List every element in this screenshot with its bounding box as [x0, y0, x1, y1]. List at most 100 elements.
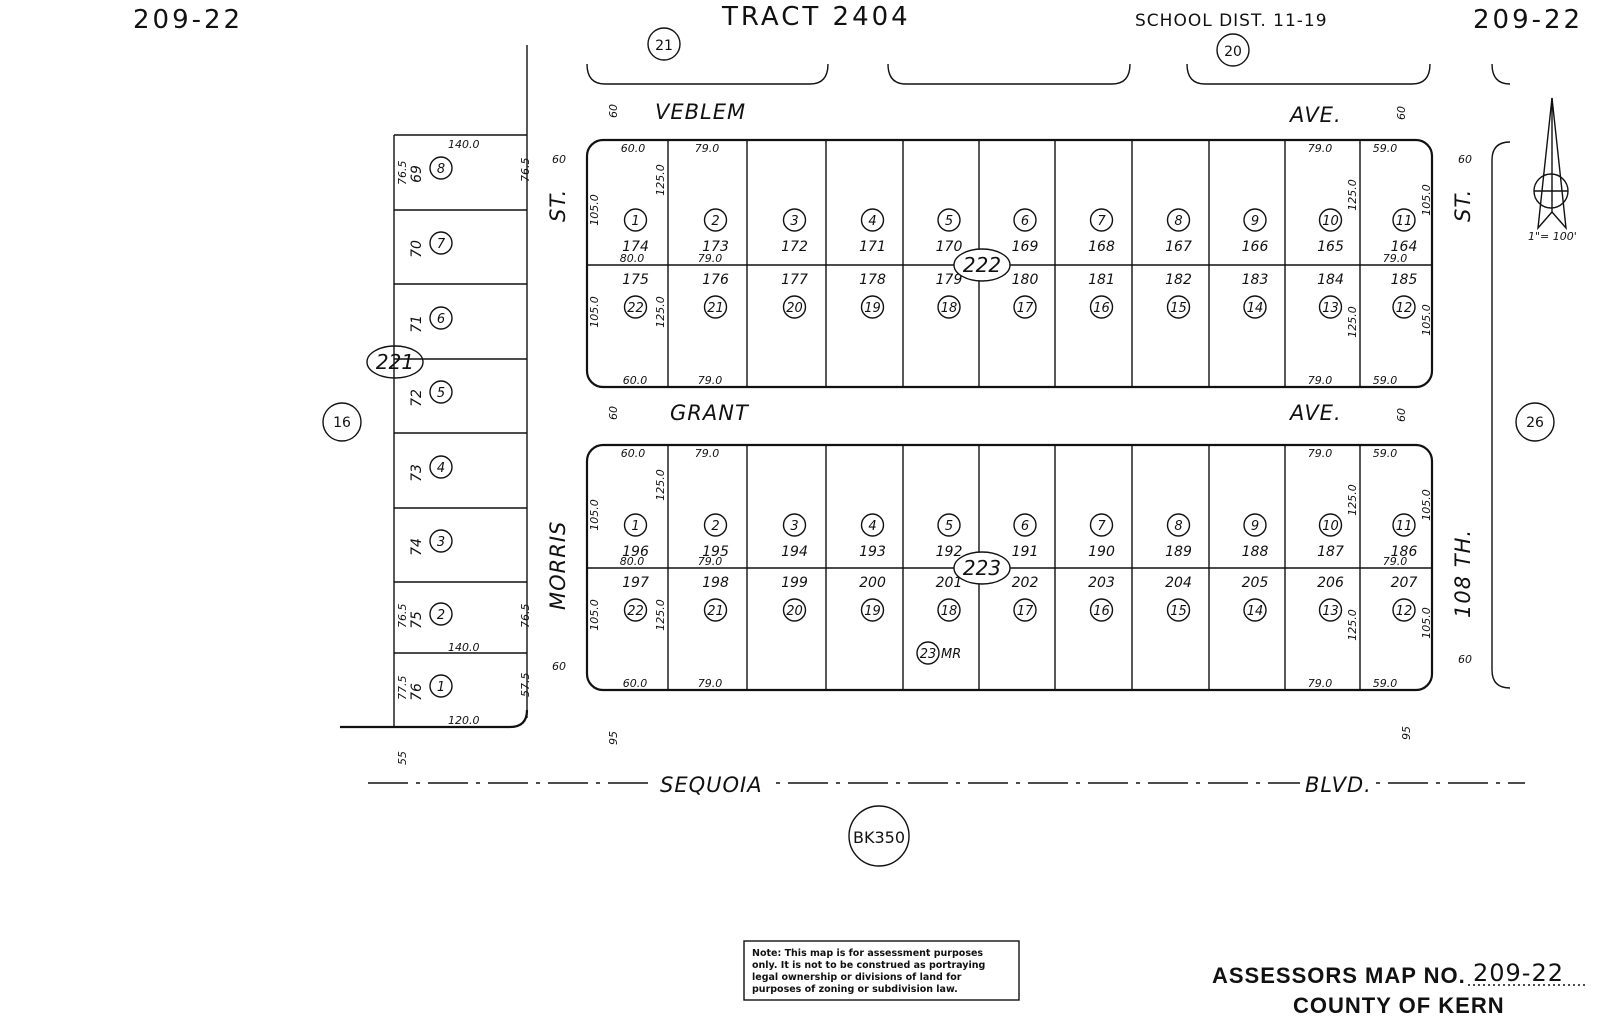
book-350-link[interactable]: BK350: [848, 805, 910, 867]
lot-number: 11: [1396, 519, 1413, 534]
dim-v-right-n: 105.0: [1420, 184, 1433, 216]
block-221-label[interactable]: 221: [366, 345, 424, 379]
lot-number: 15: [1170, 301, 1187, 316]
lot-number-circle: [1392, 513, 1416, 537]
lot-number: 3: [437, 535, 445, 550]
parcel-apn: 166: [1242, 239, 1269, 255]
parcel-apn: 185: [1391, 272, 1418, 288]
lot-number-circle: [937, 295, 961, 319]
block-label-223[interactable]: 223: [953, 551, 1011, 585]
lot-number: 12: [1396, 301, 1413, 316]
lot-number: 21: [707, 604, 724, 619]
parcel-apn: 195: [702, 544, 729, 560]
parcel-apn: 190: [1088, 544, 1115, 560]
lot-number: 4: [437, 461, 445, 476]
neighbor-map-26[interactable]: 26: [1515, 402, 1555, 442]
lot-number-circle: [1013, 208, 1037, 232]
neighbor-map-20[interactable]: 20: [1216, 33, 1250, 67]
lot-number-circle: [1013, 295, 1037, 319]
lot-number-circle: [429, 380, 453, 404]
lot-number: 10: [1322, 519, 1339, 534]
neighbor-map-21[interactable]: 21: [647, 27, 681, 61]
north-arrow-icon: [1533, 97, 1569, 231]
parcel-apn: 69: [409, 165, 425, 183]
dim-top-10: 79.0: [1308, 447, 1333, 460]
street-sequoia: SEQUOIA: [660, 773, 763, 797]
lot-number-circle: [1318, 513, 1343, 537]
dim-v-right-s: 105.0: [1420, 304, 1433, 336]
street-grant: GRANT: [670, 401, 750, 425]
parcel-apn: 168: [1088, 239, 1115, 255]
map-number-right: 209-22: [1473, 5, 1583, 35]
parcel-185[interactable]: 185 12: [1391, 272, 1418, 319]
lot-number: 13: [1322, 604, 1339, 619]
dim-v-rin-s: 125.0: [1346, 609, 1359, 641]
dim-mid-11: 79.0: [1383, 555, 1408, 568]
lot-number: 16: [1093, 301, 1110, 316]
neighbor-map-16[interactable]: 16: [322, 402, 362, 442]
parcel-apn: 205: [1242, 575, 1269, 591]
book-350-label: BK350: [853, 828, 905, 847]
block-label-222[interactable]: 222: [953, 248, 1011, 282]
dim-bot-2: 79.0: [698, 374, 723, 387]
parcel-apn: 175: [622, 272, 649, 288]
street-108th-st: ST.: [1451, 189, 1475, 222]
lot-number-circle: [1166, 295, 1191, 319]
